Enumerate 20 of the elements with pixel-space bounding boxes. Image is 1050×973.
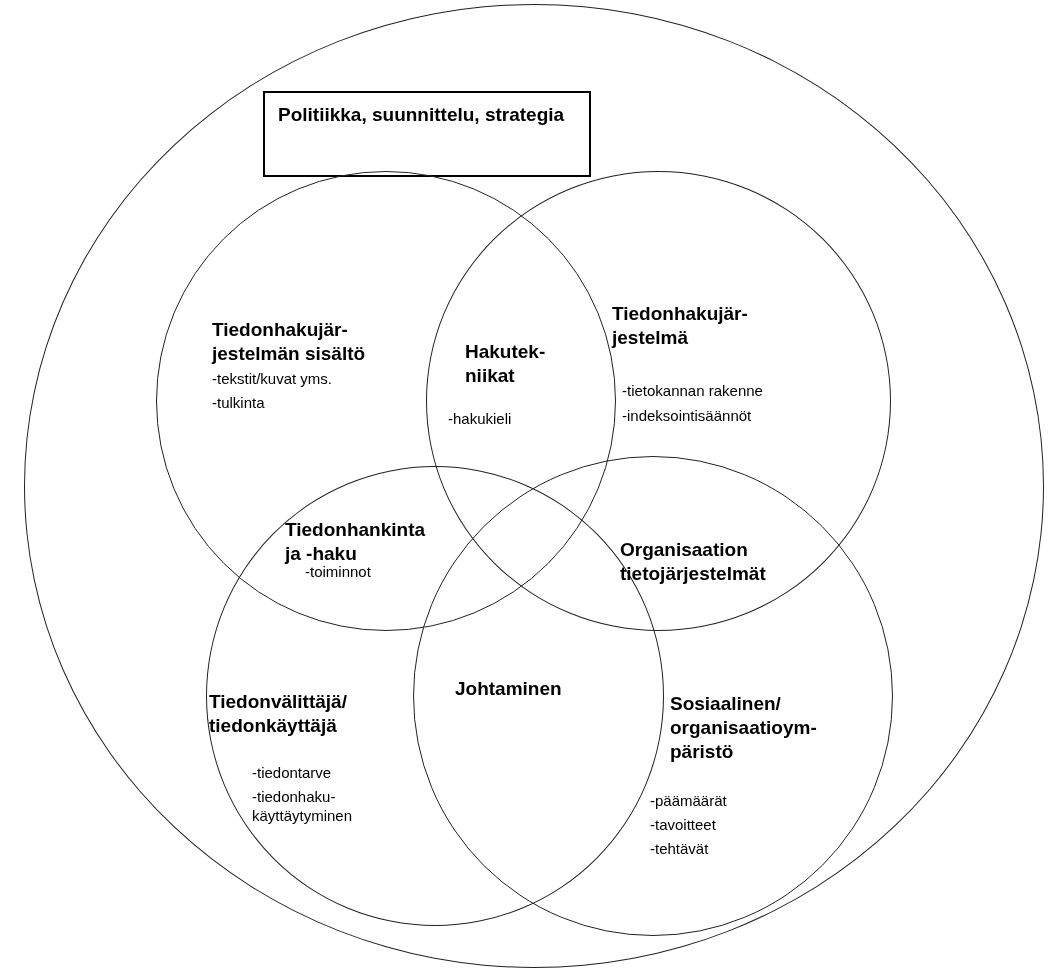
bullet-text: -hakukieli [448,410,512,429]
bullet-text: -toiminnot [305,563,371,582]
bullet-text: -indeksointisäännöt [622,407,752,426]
heading-text: Tiedonhakujär- jestelmän sisältö [212,318,367,366]
heading-text: Tiedonvälittäjä/ tiedonkäyttäjä [209,690,348,738]
bullet-text: -tiedonhaku- käyttäytyminen [252,788,354,826]
heading-text: Tiedonhakujär- jestelmä [612,302,749,350]
overlap-label: Hakutek- niikat [465,340,547,388]
overlap-label: Johtaminen [455,677,562,701]
heading-text: Sosiaalinen/ organisaatioym- päristö [670,692,818,764]
text-box [263,91,591,177]
bullet-text: -tekstit/kuvat yms. [212,370,333,389]
bullet-text: -tiedontarve [252,764,332,783]
bullet-text: -päämäärät [650,792,727,811]
overlap-label: Tiedonhankinta ja -haku [285,518,427,566]
bullet-text: -tulkinta [212,394,265,413]
bullet-text: -tavoitteet [650,816,716,835]
heading-text: Politiikka, suunnittelu, strategia [278,103,566,127]
bullet-text: -tietokannan rakenne [622,382,763,401]
bullet-text: -tehtävät [650,840,709,859]
